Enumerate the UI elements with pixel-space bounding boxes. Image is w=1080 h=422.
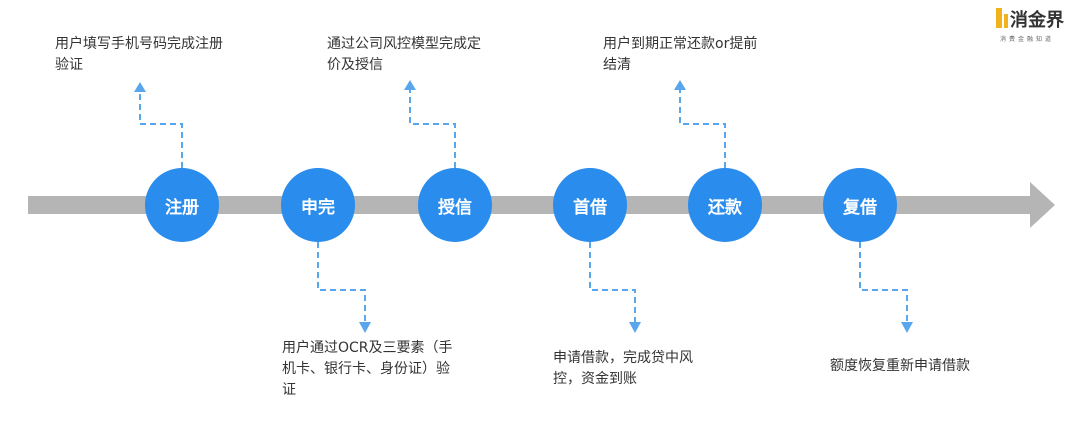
logo-name: 消金界 (1010, 10, 1064, 31)
connector-credit (409, 88, 456, 168)
note-application: 用户通过OCR及三要素（手机卡、银行卡、身份证）验证 (282, 340, 453, 398)
stage-application: 申完 (281, 168, 355, 242)
arrow-up-icon (674, 80, 686, 90)
connector-apply (317, 242, 366, 322)
note-repayment: 用户到期正常还款or提前结清 (603, 36, 758, 73)
stage-credit: 授信 (418, 168, 492, 242)
note-register: 用户填写手机号码完成注册验证 (55, 36, 223, 73)
arrow-down-icon (629, 322, 641, 333)
stage-first-loan: 首借 (553, 168, 627, 242)
note-first-loan: 申请借款，完成贷中风控，资金到账 (553, 350, 693, 387)
stage-register: 注册 (145, 168, 219, 242)
arrow-down-icon (359, 322, 371, 333)
note-credit: 通过公司风控模型完成定价及授信 (327, 36, 481, 73)
note-reloan: 额度恢复重新申请借款 (830, 358, 970, 374)
brand-logo: 消金界 消费金融知道 (996, 6, 1076, 46)
timeline-arrow (28, 182, 1055, 228)
arrow-up-icon (134, 82, 146, 92)
connector-reloan (859, 242, 908, 322)
arrow-down-icon (901, 322, 913, 333)
connector-first-loan (589, 242, 636, 322)
logo-mark (996, 8, 1002, 28)
logo-subtitle: 消费金融知道 (1000, 36, 1055, 43)
arrow-up-icon (404, 80, 416, 90)
stage-reloan: 复借 (823, 168, 897, 242)
logo-mark (1004, 14, 1008, 28)
stage-repayment: 还款 (688, 168, 762, 242)
connector-repay (679, 88, 726, 168)
connector-register (139, 92, 183, 168)
